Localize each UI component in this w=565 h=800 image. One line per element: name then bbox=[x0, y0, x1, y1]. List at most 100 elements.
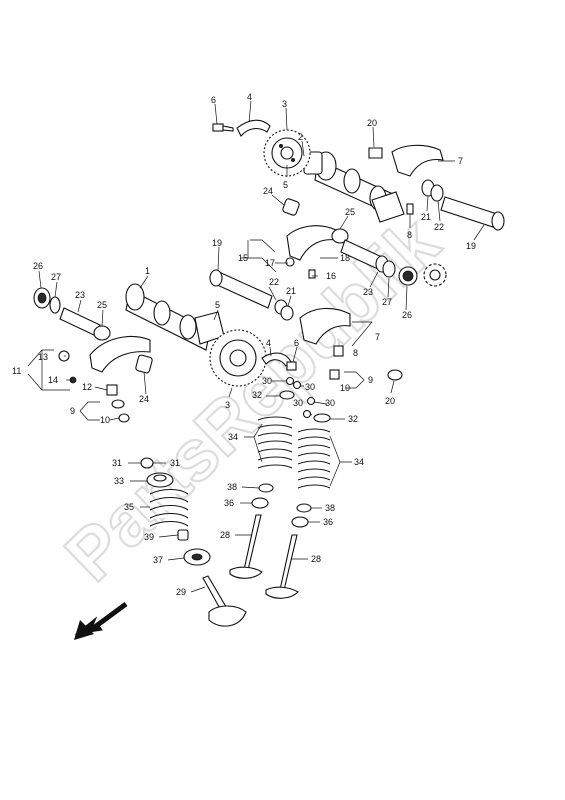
callout-5: 5 bbox=[215, 300, 220, 310]
rocker-arm-middle bbox=[285, 225, 337, 267]
callout-8: 8 bbox=[353, 348, 358, 358]
rocker-arm-upper bbox=[391, 144, 444, 177]
callout-31: 31 bbox=[170, 458, 180, 468]
gear-icon bbox=[423, 263, 447, 287]
callout-30: 30 bbox=[325, 398, 335, 408]
callout-25: 25 bbox=[345, 207, 355, 217]
clip-lower-left bbox=[135, 354, 153, 374]
callout-3: 3 bbox=[225, 400, 230, 410]
nut-30c bbox=[306, 396, 316, 406]
callout-27: 27 bbox=[382, 297, 392, 307]
plug-right bbox=[398, 266, 418, 286]
callout-10: 10 bbox=[340, 383, 350, 393]
valve-springs-left bbox=[257, 416, 293, 469]
cap-ring-upper bbox=[368, 147, 383, 159]
callout-19: 19 bbox=[212, 238, 222, 248]
sprocket-plate-upper bbox=[236, 119, 271, 137]
callout-36: 36 bbox=[323, 517, 333, 527]
pin-upper bbox=[406, 203, 414, 215]
callout-11: 11 bbox=[12, 366, 21, 376]
callout-3: 3 bbox=[282, 99, 287, 109]
callout-4: 4 bbox=[247, 92, 252, 102]
callout-6: 6 bbox=[211, 95, 216, 105]
adjuster-lower-left bbox=[106, 384, 118, 396]
bolt-upper bbox=[212, 123, 234, 132]
callout-30: 30 bbox=[305, 382, 315, 392]
retainer-38a bbox=[258, 483, 274, 493]
callout-22: 22 bbox=[269, 277, 279, 287]
adjuster-lower-right bbox=[329, 369, 340, 380]
camshaft-upper bbox=[303, 151, 405, 223]
valve-springs-right bbox=[297, 428, 331, 489]
callout-39: 39 bbox=[144, 532, 154, 542]
callout-30: 30 bbox=[293, 398, 303, 408]
locknut-lower-left bbox=[118, 413, 130, 423]
cam-sprocket-lower bbox=[209, 329, 267, 387]
valve-29 bbox=[202, 575, 247, 627]
callout-37: 37 bbox=[153, 555, 163, 565]
callout-4: 4 bbox=[266, 338, 271, 348]
callout-20: 20 bbox=[385, 396, 395, 406]
cap-ring-lower bbox=[387, 369, 403, 381]
callout-24: 24 bbox=[263, 186, 273, 196]
spring-seat-37 bbox=[183, 548, 211, 566]
callout-5: 5 bbox=[283, 180, 288, 190]
callout-20: 20 bbox=[367, 118, 377, 128]
nut-30b bbox=[292, 380, 302, 390]
plug-left bbox=[33, 287, 51, 309]
callout-13: 13 bbox=[38, 352, 48, 362]
adjuster-middle bbox=[308, 269, 316, 279]
callout-7: 7 bbox=[375, 332, 380, 342]
callout-21: 21 bbox=[421, 212, 431, 222]
callout-25: 25 bbox=[97, 300, 107, 310]
callout-2: 2 bbox=[298, 132, 303, 142]
cap-nut-lower-left bbox=[111, 399, 125, 409]
callout-labels: 6 4 3 5 2 20 7 24 8 21 22 19 25 19 15 17… bbox=[12, 92, 476, 597]
callout-29: 29 bbox=[176, 587, 186, 597]
callout-12: 12 bbox=[82, 382, 92, 392]
callout-21: 21 bbox=[286, 286, 296, 296]
rocker-shaft-lower-left bbox=[209, 269, 273, 309]
seal-36b bbox=[291, 516, 309, 528]
callout-6: 6 bbox=[294, 338, 299, 348]
callout-1: 1 bbox=[145, 266, 150, 276]
clip-upper bbox=[282, 198, 300, 216]
o-ring-left bbox=[93, 325, 111, 341]
camshaft-lower bbox=[125, 283, 225, 351]
arrow-down-left-icon bbox=[74, 601, 128, 640]
callout-34: 34 bbox=[354, 457, 364, 467]
spring-35 bbox=[149, 488, 189, 527]
callout-35: 35 bbox=[124, 502, 134, 512]
retainer-38b bbox=[296, 503, 312, 513]
callout-22: 22 bbox=[434, 222, 444, 232]
plug-32b bbox=[313, 413, 331, 423]
callout-14: 14 bbox=[48, 375, 58, 385]
callout-28: 28 bbox=[311, 554, 321, 564]
leader-lines bbox=[27, 100, 485, 593]
seal-36a bbox=[251, 497, 269, 509]
nut-30d bbox=[302, 409, 312, 419]
nut-30a bbox=[285, 376, 295, 386]
callout-24: 24 bbox=[139, 394, 149, 404]
callout-16: 16 bbox=[326, 271, 336, 281]
bolt-lower bbox=[286, 361, 297, 371]
callout-9: 9 bbox=[70, 406, 75, 416]
rocker-shaft-upper bbox=[440, 196, 505, 231]
callout-34: 34 bbox=[228, 432, 238, 442]
washer-right bbox=[382, 260, 396, 278]
callout-18: 18 bbox=[340, 253, 350, 263]
washer-lower-left bbox=[280, 305, 294, 321]
callout-19: 19 bbox=[466, 241, 476, 251]
washer-upper bbox=[430, 184, 444, 202]
callout-36: 36 bbox=[224, 498, 234, 508]
plug-32a bbox=[279, 390, 295, 400]
callout-9: 9 bbox=[368, 375, 373, 385]
valve-28b bbox=[265, 534, 299, 599]
rocker-arm-lower-right bbox=[299, 307, 351, 357]
rocker-arm-lower-left bbox=[58, 336, 151, 384]
callout-33: 33 bbox=[114, 476, 124, 486]
callout-28: 28 bbox=[220, 530, 230, 540]
callout-26: 26 bbox=[33, 261, 43, 271]
